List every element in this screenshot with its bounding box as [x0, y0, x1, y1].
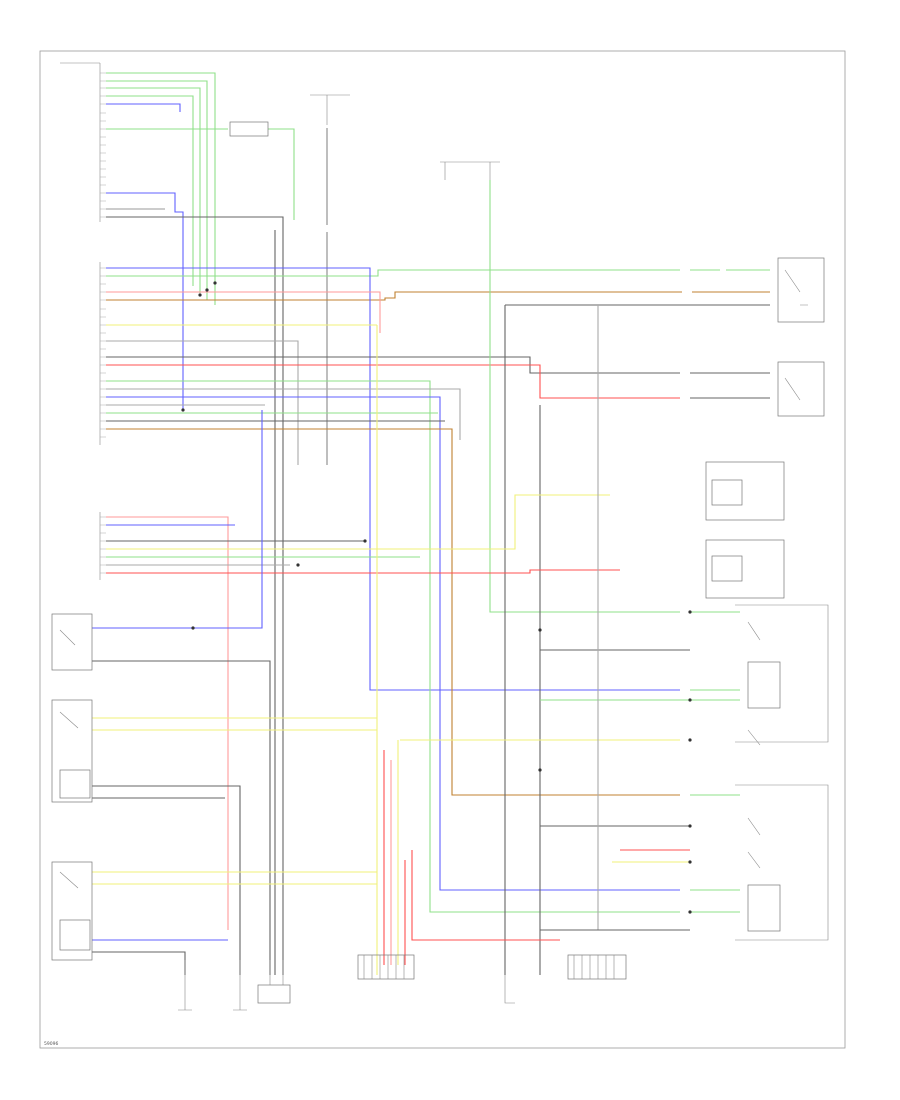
right-door-switch-group-1 [735, 604, 829, 746]
wire-black-leftsw [92, 660, 271, 975]
wire-pink-upper [106, 291, 381, 333]
wire-green-right [489, 180, 680, 613]
wire-blue-1 [106, 103, 181, 112]
bottom-ground-2 [233, 960, 247, 1011]
wire-green-3 [106, 87, 201, 293]
bottom-connector-a [357, 954, 415, 980]
bottom-connector-b [567, 954, 627, 980]
wire-green-top-relay [268, 128, 295, 220]
left-main-connector [99, 262, 106, 445]
wire-blue-upper [106, 267, 680, 691]
top-relay [229, 121, 269, 137]
wire-black-mid2 [690, 372, 770, 399]
top-fuse-block [310, 94, 500, 180]
right-actuator-1 [705, 461, 785, 521]
middle-left-connector [99, 512, 106, 580]
footer-id: 59096 [44, 1041, 58, 1047]
wire-gray-mid [106, 388, 461, 440]
splice-dots [181, 281, 692, 914]
wire-green-mid [106, 380, 680, 913]
wire-blue-mid [106, 396, 680, 891]
wire-green-4 [106, 95, 194, 286]
wire-green-upper [106, 269, 770, 277]
wire-green-1 [106, 72, 216, 305]
pin-ticks-top [100, 72, 106, 218]
left-lock-actuator-1 [51, 699, 93, 803]
wire-green-2 [106, 80, 208, 300]
right-switch-2 [777, 361, 825, 417]
wire-blue-top [106, 192, 184, 410]
wire-green-r6 [690, 611, 740, 913]
wires [92, 72, 770, 975]
top-left-connector [60, 62, 106, 222]
wire-black-top [106, 216, 284, 975]
wire-black-sw3 [92, 785, 241, 975]
wire-orange-upper [106, 291, 770, 301]
wire-red-mid [106, 364, 680, 399]
wire-yellow-mc [106, 494, 610, 550]
wire-red-v5 [411, 850, 560, 941]
right-door-switch-group-2 [735, 784, 829, 941]
left-switch-1 [51, 613, 93, 671]
left-lock-actuator-2 [51, 861, 93, 961]
right-actuator-2 [705, 539, 785, 599]
wire-orange-mid [106, 428, 680, 796]
bottom-junction-2 [504, 975, 515, 1004]
wire-pink-mc1 [106, 516, 229, 930]
bottom-junction-1 [257, 960, 291, 1004]
bottom-ground-1 [178, 960, 192, 1011]
wire-blue-leftup [210, 410, 263, 629]
wire-gray-upper [106, 340, 299, 465]
right-switch-1 [777, 257, 825, 323]
wire-red-mc [106, 569, 620, 574]
